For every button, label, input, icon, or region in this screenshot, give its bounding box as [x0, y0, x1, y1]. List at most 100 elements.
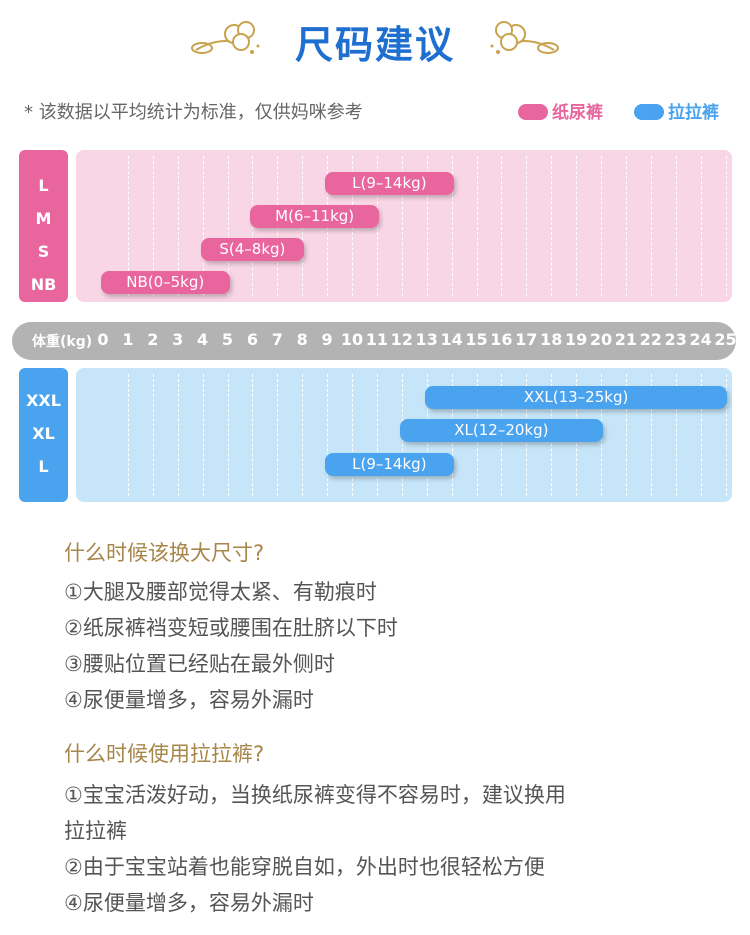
grid-line — [675, 374, 677, 496]
size-range-bar: XXL(13–25kg) — [424, 386, 728, 409]
grid-line — [451, 156, 453, 296]
axis-tick-label: 24 — [689, 330, 712, 349]
axis-tick-label: 23 — [664, 330, 687, 349]
pullup-size-label: XXL — [26, 391, 61, 410]
grid-line — [700, 374, 702, 496]
grid-line — [127, 156, 129, 296]
grid-line — [501, 156, 503, 296]
grid-line — [177, 374, 179, 496]
grid-line — [426, 156, 428, 296]
legend-pullup-swatch — [634, 104, 664, 120]
size-range-bar: M(6–11kg) — [250, 205, 379, 228]
tip-item: ④尿便量增多，容易外漏时 — [64, 891, 314, 915]
axis-tick-label: 2 — [147, 330, 159, 349]
axis-tick-label: 3 — [172, 330, 184, 349]
grid-line — [227, 156, 229, 296]
grid-line — [675, 156, 677, 296]
pullup-chart-panel: XXL(13–25kg) XL(12–20kg) L(9–14kg) — [76, 368, 732, 502]
grid-line — [650, 156, 652, 296]
axis-tick-label: 15 — [465, 330, 488, 349]
section-title: 什么时候使用拉拉裤? — [64, 742, 265, 766]
tip-item: ③腰贴位置已经贴在最外侧时 — [64, 652, 335, 676]
grid-line — [401, 156, 403, 296]
axis-tick-label: 13 — [415, 330, 438, 349]
grid-line — [202, 156, 204, 296]
grid-line — [576, 156, 578, 296]
diaper-size-column: L M S NB — [19, 150, 68, 302]
diaper-size-label: S — [37, 242, 50, 261]
tip-item: ①大腿及腰部觉得太紧、有勒痕时 — [64, 580, 377, 604]
pullup-size-column: XXL XL L — [19, 368, 68, 502]
axis-tick-label: 21 — [614, 330, 638, 349]
axis-tick-label: 4 — [197, 330, 209, 349]
grid-line — [725, 374, 727, 496]
axis-tick-label: 14 — [440, 330, 463, 349]
grid-line — [127, 374, 129, 496]
axis-tick-label: 10 — [340, 330, 364, 349]
page-title: 尺码建议 — [294, 23, 455, 67]
grid-line — [202, 374, 204, 496]
size-range-bar: XL(12–20kg) — [399, 419, 603, 442]
grid-line — [252, 374, 254, 496]
grid-line — [227, 374, 229, 496]
diaper-size-label: NB — [30, 275, 57, 294]
grid-line — [152, 156, 154, 296]
axis-tick-label: 22 — [639, 330, 662, 349]
grid-line — [650, 374, 652, 496]
axis-tick-label: 6 — [246, 330, 258, 349]
grid-line — [625, 374, 627, 496]
pullup-size-label: L — [38, 457, 49, 476]
diaper-chart-panel: L(9–14kg) M(6–11kg) S(4–8kg) NB(0–5kg) — [76, 150, 732, 302]
axis-tick-label: 0 — [97, 330, 109, 349]
grid-line — [177, 156, 179, 296]
tip-item: 拉拉裤 — [64, 819, 127, 843]
axis-tick-label: 18 — [540, 330, 563, 349]
legend-diaper-label: 纸尿裤 — [552, 103, 603, 123]
cotton-flower-left-icon — [191, 21, 260, 54]
axis-tick-label: 16 — [490, 330, 513, 349]
grid-line — [302, 374, 304, 496]
grid-line — [725, 156, 727, 296]
pullup-size-label: XL — [32, 424, 55, 443]
size-range-bar: S(4–8kg) — [200, 238, 305, 261]
grid-line — [476, 156, 478, 296]
size-range-bar: NB(0–5kg) — [101, 271, 230, 294]
axis-label: 体重(kg) — [32, 334, 93, 350]
tip-item: ②由于宝宝站着也能穿脱自如，外出时也很轻松方便 — [64, 855, 545, 879]
grid-line — [601, 156, 602, 296]
axis-tick-label: 7 — [271, 330, 283, 349]
tip-item: ④尿便量增多，容易外漏时 — [64, 688, 314, 712]
diaper-size-label: L — [38, 176, 49, 195]
disclaimer-note: * 该数据以平均统计为标准，仅供妈咪参考 — [24, 102, 363, 123]
grid-line — [352, 374, 353, 496]
axis-tick-label: 5 — [221, 330, 234, 349]
grid-line — [376, 156, 378, 296]
axis-tick-label: 20 — [589, 330, 613, 349]
axis-tick-label: 19 — [564, 330, 588, 349]
legend-pullup-label: 拉拉裤 — [668, 103, 719, 123]
tip-item: ①宝宝活泼好动，当换纸尿裤变得不容易时，建议换用 — [64, 783, 566, 807]
grid-line — [526, 156, 528, 296]
legend-diaper-swatch — [518, 104, 548, 120]
axis-tick-label: 11 — [365, 330, 389, 349]
cotton-flower-right-icon — [490, 21, 559, 54]
grid-line — [700, 156, 702, 296]
grid-line — [327, 374, 329, 496]
axis-tick-label: 17 — [515, 330, 538, 349]
grid-line — [152, 374, 154, 496]
grid-line — [376, 374, 378, 496]
legend-diaper: 纸尿裤 — [518, 98, 603, 123]
grid-line — [551, 156, 553, 296]
axis-tick-label: 12 — [390, 330, 413, 349]
diaper-size-label: M — [35, 209, 52, 228]
axis-tick-label: 1 — [122, 330, 134, 349]
section-title: 什么时候该换大尺寸? — [64, 541, 265, 565]
grid-line — [277, 374, 279, 496]
size-range-bar: L(9–14kg) — [325, 453, 454, 476]
grid-line — [625, 156, 627, 296]
axis-tick-label: 9 — [321, 330, 333, 349]
axis-tick-label: 25 — [714, 330, 737, 349]
size-range-bar: L(9–14kg) — [325, 172, 454, 195]
axis-tick-label: 8 — [296, 330, 308, 349]
